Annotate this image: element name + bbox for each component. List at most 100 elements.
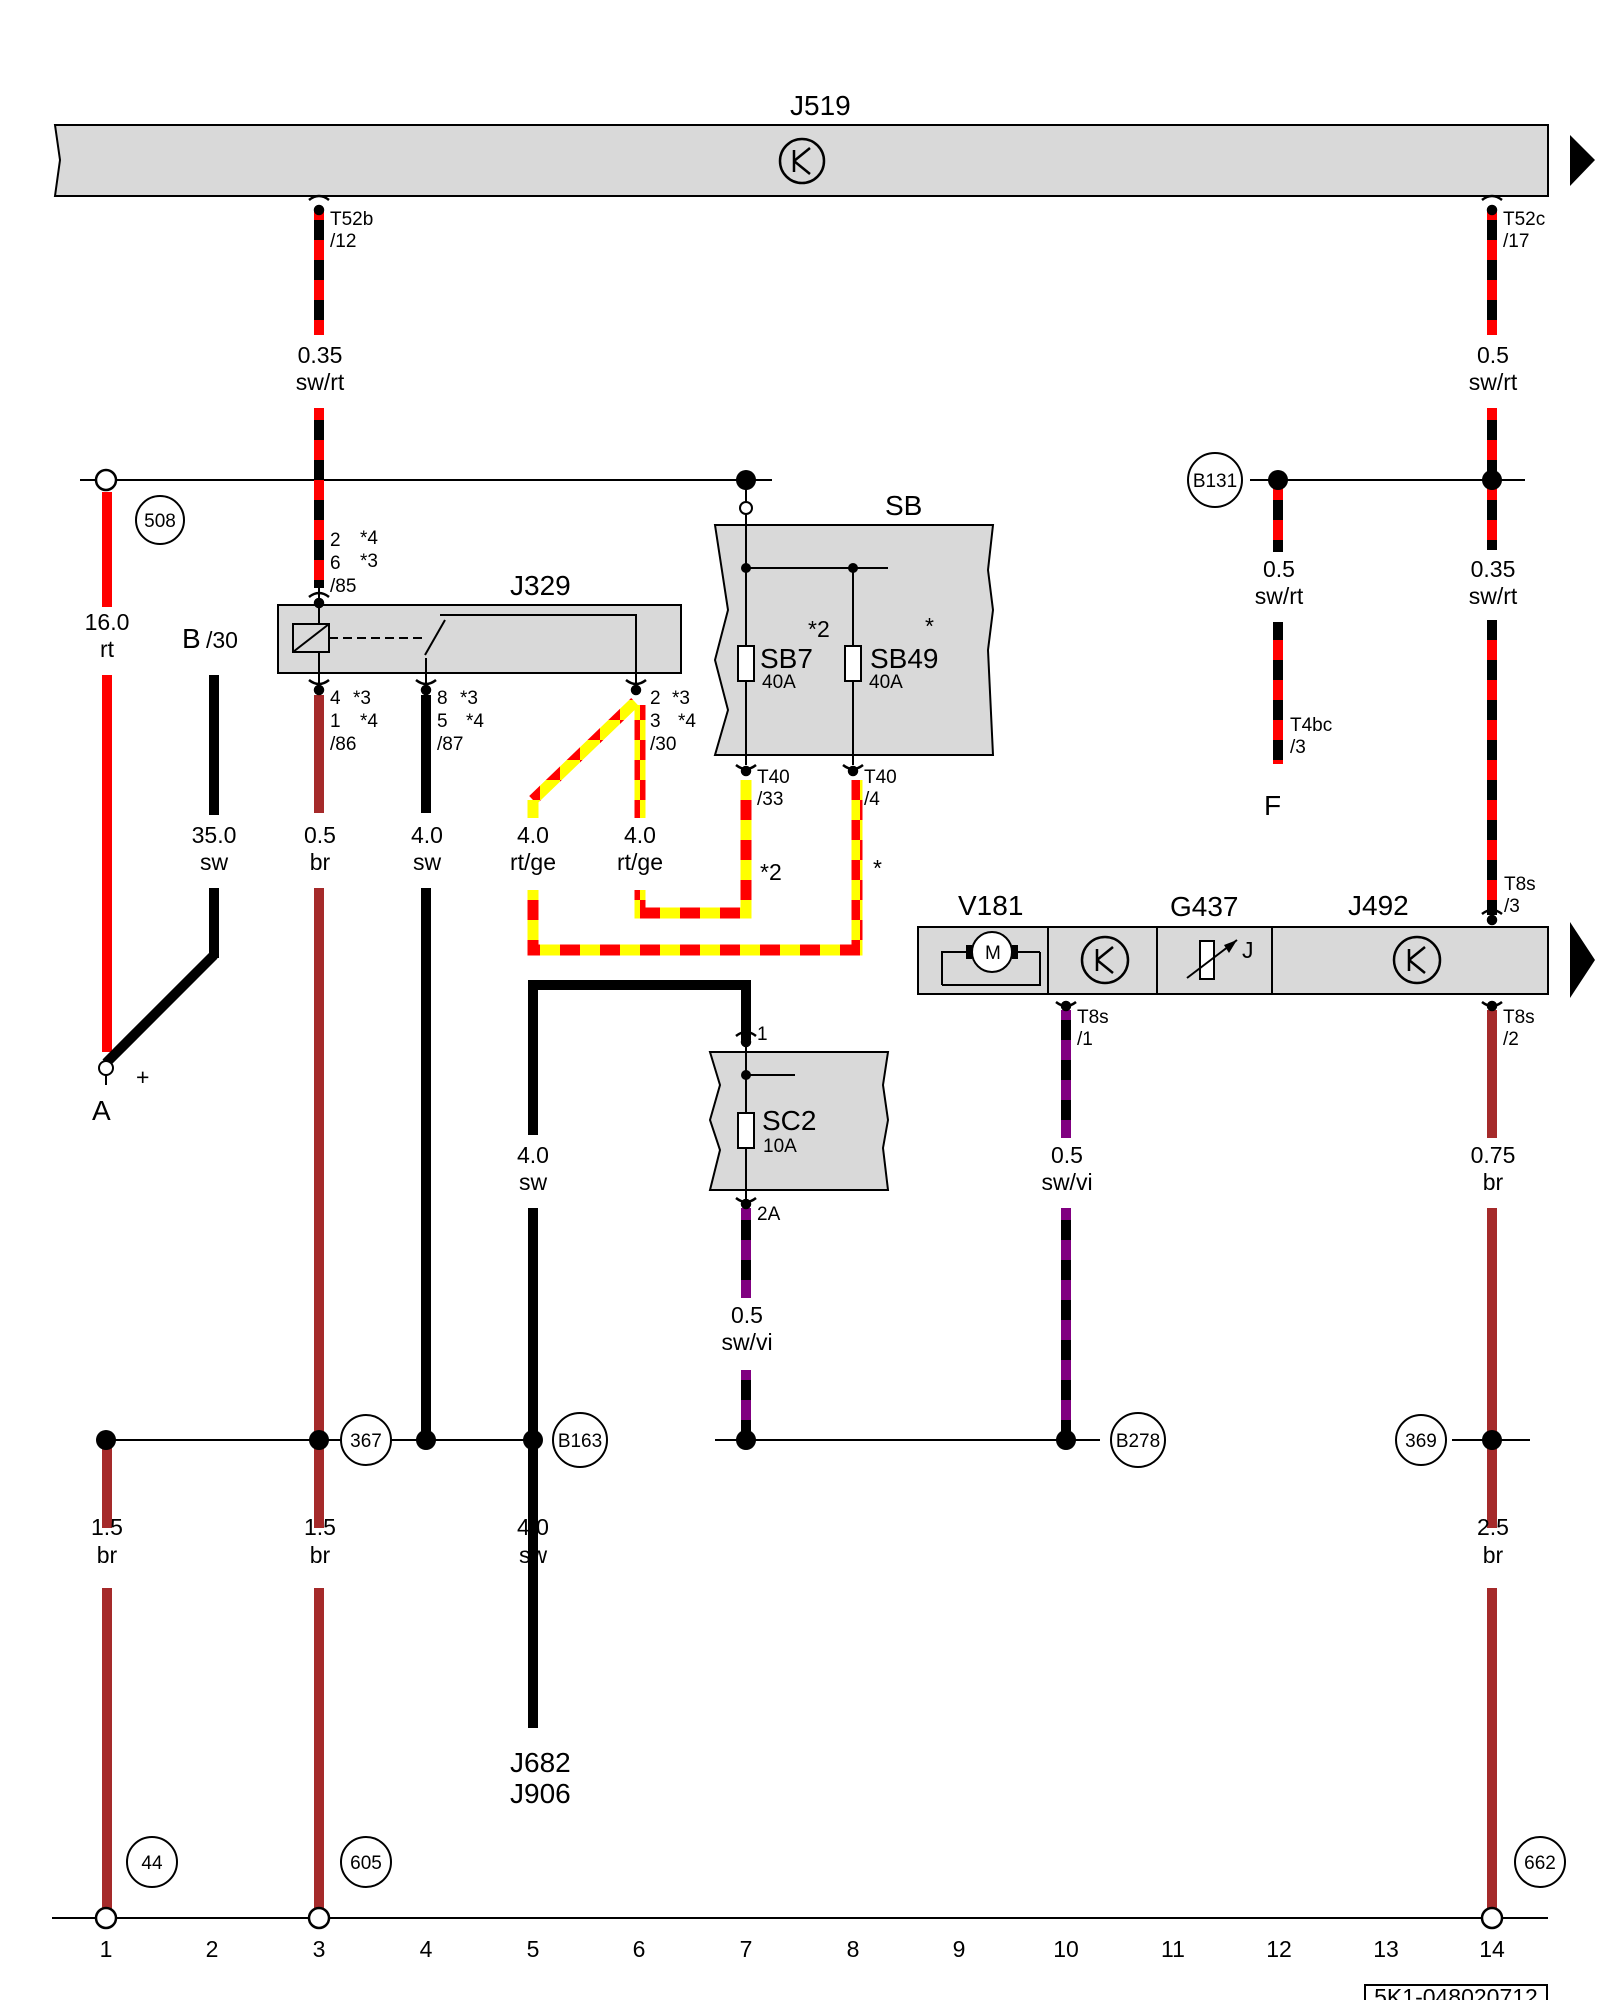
svg-text:6: 6 [330,553,341,574]
svg-text:16.0: 16.0 [85,609,130,635]
svg-text:sw/rt: sw/rt [1469,369,1518,395]
svg-text:br: br [1483,1542,1504,1568]
svg-text:0.35: 0.35 [1471,556,1516,582]
label-t4bc: T4bc [1290,715,1332,736]
component-j519: J519 [53,90,1595,197]
svg-text:B278: B278 [1116,1431,1160,1452]
svg-text:0.5: 0.5 [731,1302,763,1328]
doc-id-box: 5K1-048020712 [1364,1984,1548,2000]
svg-text:44: 44 [141,1853,163,1874]
svg-text:/86: /86 [330,734,356,755]
svg-text:*3: *3 [360,551,378,572]
node-b163: B163 [552,1412,608,1468]
svg-text:605: 605 [350,1853,382,1874]
svg-text:*3: *3 [672,688,690,709]
svg-text:*3: *3 [460,688,478,709]
svg-text:1.5: 1.5 [91,1514,123,1540]
label-b30: B [182,623,201,654]
svg-text:4.0: 4.0 [517,1142,549,1168]
doc-id: 5K1-048020712 [1374,1984,1538,2000]
svg-text:4.0: 4.0 [624,822,656,848]
label-motor: M [985,943,1001,964]
svg-text:2: 2 [206,1936,219,1962]
label-j492: J492 [1348,890,1409,921]
label-sb49-note: * [925,613,934,639]
component-v181-g437-j492: M J V181 G437 J492 [917,890,1595,998]
svg-text:rt/ge: rt/ge [510,849,556,875]
svg-text:14: 14 [1479,1936,1505,1962]
svg-text:sw/vi: sw/vi [721,1329,772,1355]
svg-text:35.0: 35.0 [192,822,237,848]
component-battery: A + B /30 [92,623,238,1126]
node-367: 367 [340,1414,392,1466]
svg-text:br: br [97,1542,118,1568]
wire-b30-35sw [102,675,219,1067]
svg-text:6: 6 [633,1936,646,1962]
svg-text:4: 4 [330,688,341,709]
svg-text:sw/vi: sw/vi [1041,1169,1092,1195]
svg-text:0.35: 0.35 [298,342,343,368]
component-j329-relay: J329 [277,570,682,693]
wire-battery-16rt [102,492,112,1052]
label-t40-33: T40 [757,767,790,788]
label-sb7-note: *2 [808,616,830,642]
component-sb: SB SB7 40A *2 SB49 40A * [713,480,995,765]
label-sb: SB [885,490,922,521]
svg-text:11: 11 [1161,1936,1185,1962]
svg-text:8: 8 [847,1936,860,1962]
label-t4bc-pin: /3 [1290,737,1306,758]
label-t52b-pin: /12 [330,231,356,252]
svg-text:369: 369 [1405,1431,1437,1452]
svg-text:0.75: 0.75 [1471,1142,1516,1168]
label-t40-4-pin: /4 [864,789,880,810]
wire-labels: 0.35 sw/rt 0.5 sw/rt 0.5 sw/rt 0.35 sw/r… [85,342,1518,1568]
svg-text:*3: *3 [353,688,371,709]
svg-text:2.5: 2.5 [1477,1514,1509,1540]
label-t52c: T52c [1503,209,1545,230]
label-j329: J329 [510,570,571,601]
label-t40-4: T40 [864,767,897,788]
wire-col1-br [102,1440,112,1918]
column-numbers: 1 2 3 4 5 6 7 8 9 10 11 12 13 14 [100,1936,1505,1962]
svg-text:1: 1 [100,1936,113,1962]
svg-text:br: br [310,849,331,875]
wire-b131 [1273,480,1283,764]
svg-text:2: 2 [650,688,661,709]
svg-text:508: 508 [144,511,176,532]
svg-text:4.0: 4.0 [517,1514,549,1540]
junctions [94,468,1504,1930]
svg-text:*4: *4 [360,711,378,732]
node-662: 662 [1514,1836,1566,1888]
label-sc2-in: 1 [757,1024,768,1045]
label-g437-symbol: J [1242,937,1254,963]
wire-rtge-a [527,698,863,956]
wire-col14-br [1487,1010,1497,1918]
wire-sc2-out [741,1208,751,1440]
svg-text:0.5: 0.5 [1051,1142,1083,1168]
label-t52b: T52b [330,209,373,230]
node-508: 508 [135,495,185,545]
svg-text:0.5: 0.5 [1477,342,1509,368]
label-t8s-1: T8s [1077,1007,1109,1028]
svg-text:*4: *4 [360,528,378,549]
label-battery-plus: + [136,1064,149,1090]
svg-text:br: br [310,1542,331,1568]
svg-text:3: 3 [650,711,661,732]
node-b278: B278 [1110,1412,1166,1468]
node-605: 605 [340,1836,392,1888]
svg-text:rt: rt [100,636,115,662]
svg-text:662: 662 [1524,1853,1556,1874]
svg-text:rt/ge: rt/ge [617,849,663,875]
svg-text:sw: sw [413,849,442,875]
wire-col10-swvi [1061,1010,1071,1440]
label-sb7-rating: 40A [762,672,796,693]
svg-text:br: br [1483,1169,1504,1195]
svg-text:B131: B131 [1193,471,1237,492]
label-battery: A [92,1095,111,1126]
svg-text:10: 10 [1053,1936,1079,1962]
svg-text:12: 12 [1266,1936,1292,1962]
connector-labels: T52b /12 T52c /17 T4bc /3 T40 /33 T40 /4… [330,209,1545,1225]
svg-text:2: 2 [330,530,341,551]
svg-text:0.5: 0.5 [1263,556,1295,582]
